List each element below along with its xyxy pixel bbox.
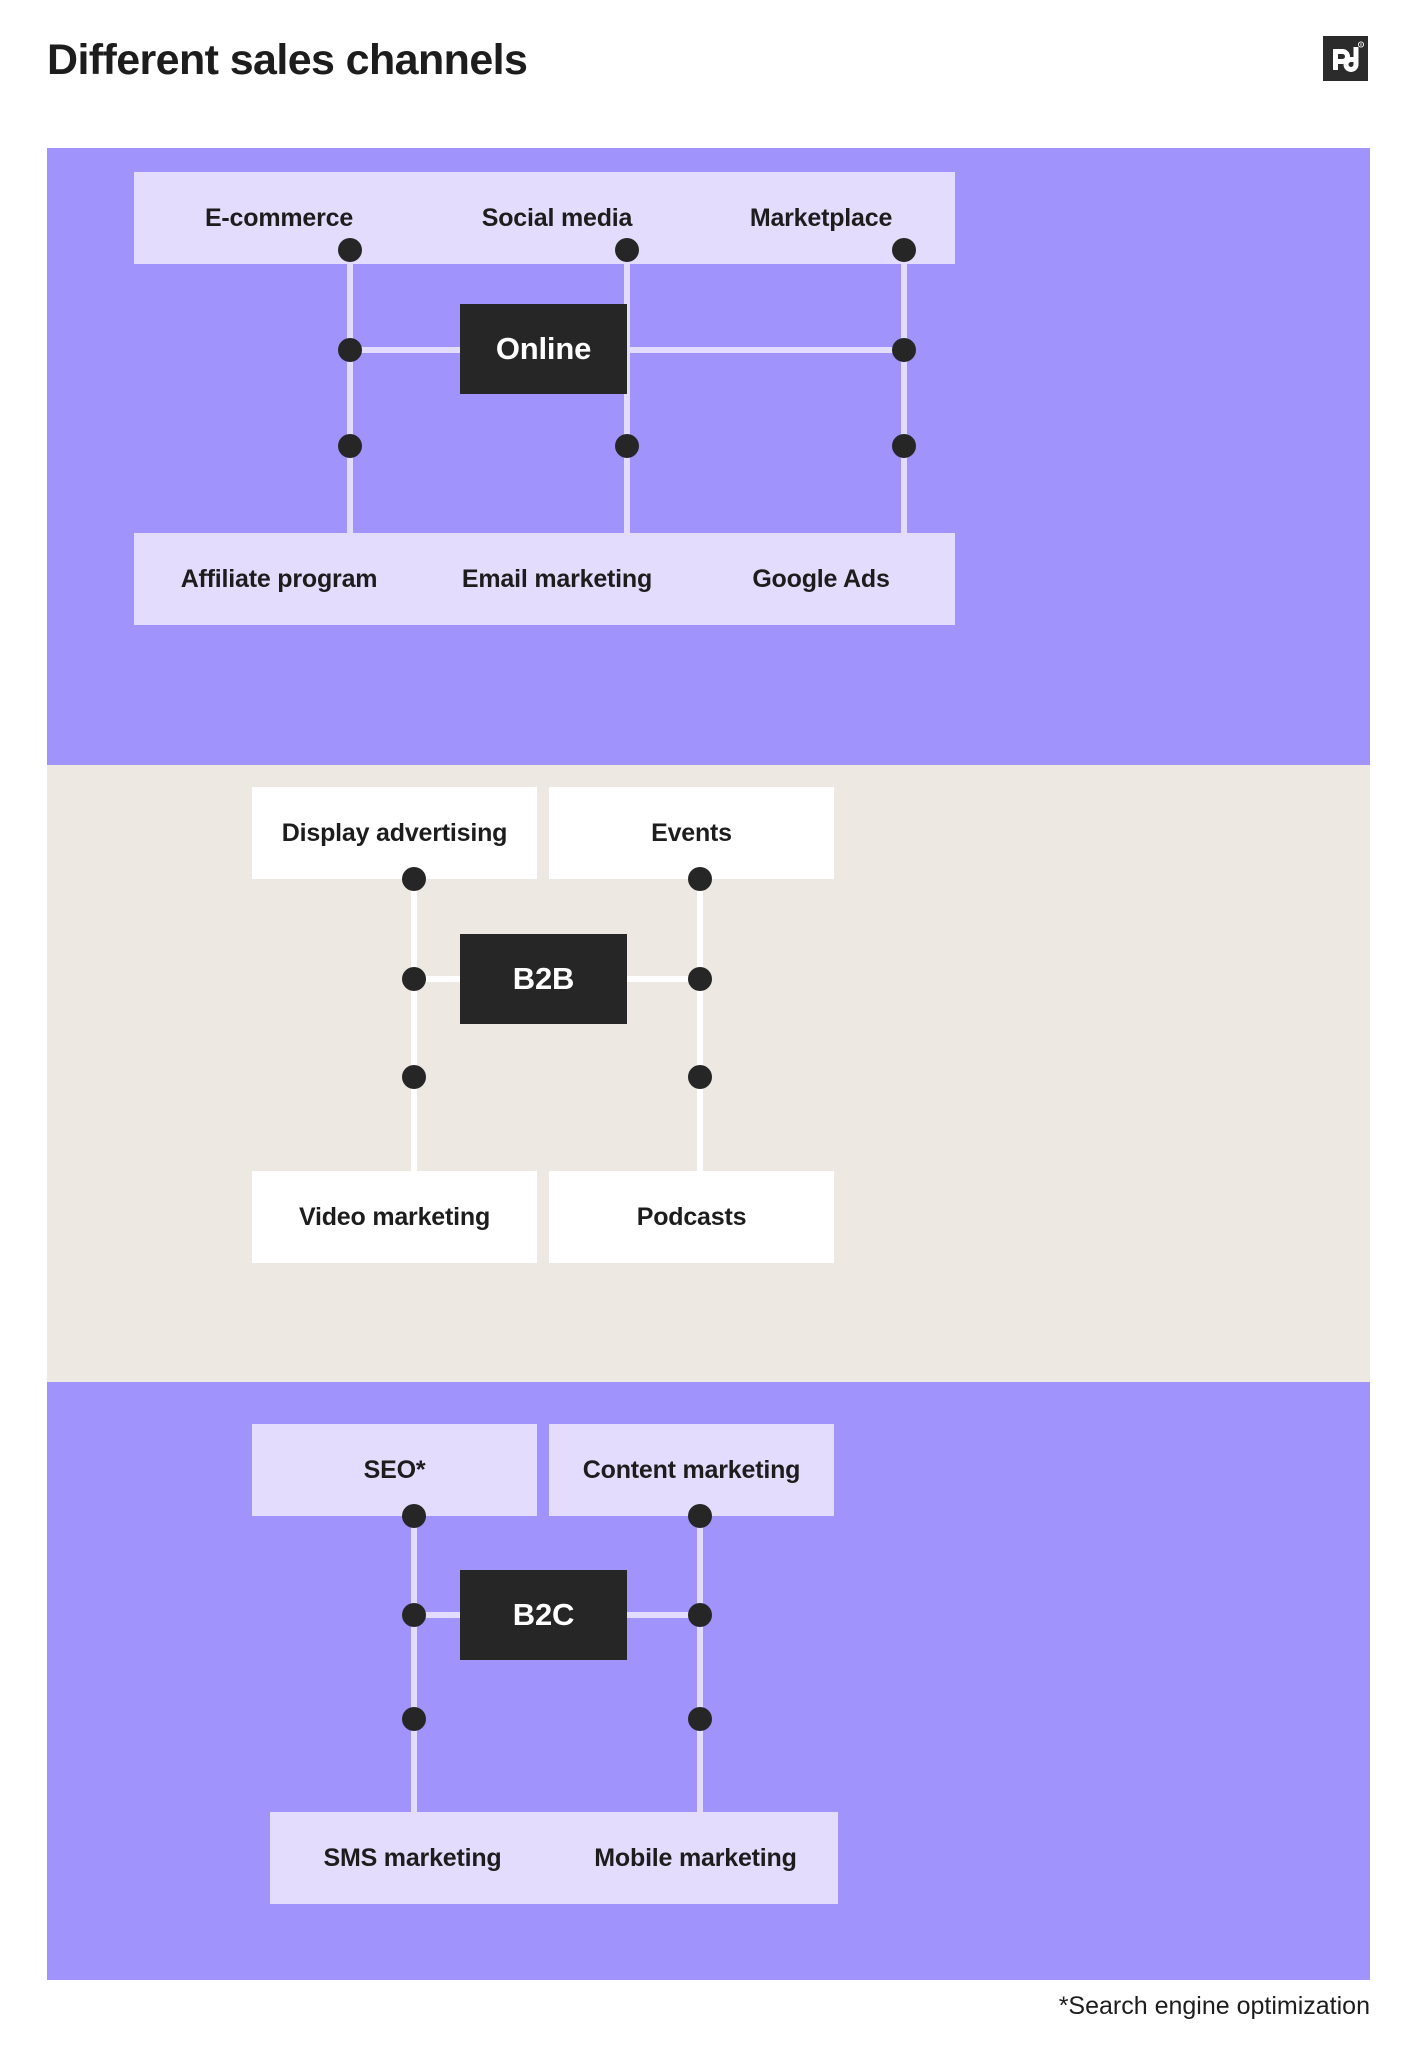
footnote: *Search engine optimization: [1058, 1992, 1370, 2020]
node-label: Mobile marketing: [594, 1843, 797, 1872]
node-content-marketing[interactable]: Content marketing: [549, 1424, 834, 1516]
connector-line-vertical: [901, 248, 907, 548]
connector-dot: [402, 967, 426, 991]
node-label: Social media: [481, 203, 633, 232]
connector-dot: [338, 238, 362, 262]
hub-b2c[interactable]: B2C: [460, 1570, 627, 1660]
connector-line-horizontal: [627, 1612, 702, 1618]
node-mobile-marketing[interactable]: Mobile marketing: [553, 1812, 838, 1904]
connector-dot: [338, 338, 362, 362]
node-seo[interactable]: SEO*: [252, 1424, 537, 1516]
node-label: Email marketing: [461, 564, 653, 593]
connector-line-horizontal: [624, 347, 904, 353]
node-label: Podcasts: [636, 1202, 747, 1231]
connector-dot: [338, 434, 362, 458]
connector-line-vertical: [411, 877, 417, 1177]
connector-dot: [402, 1065, 426, 1089]
node-e-commerce[interactable]: E-commerce: [134, 172, 424, 264]
node-sms-marketing[interactable]: SMS marketing: [270, 1812, 555, 1904]
connector-dot: [402, 1603, 426, 1627]
connector-dot: [688, 1065, 712, 1089]
node-display-advertising[interactable]: Display advertising: [252, 787, 537, 879]
connector-dot: [892, 238, 916, 262]
section-b2c: SEO* Content marketing SMS marketing Mob…: [47, 1382, 1370, 1980]
connector-dot: [402, 1707, 426, 1731]
node-label: Marketplace: [749, 203, 893, 232]
node-label: Events: [651, 818, 732, 847]
node-label: Content marketing: [582, 1455, 801, 1484]
connector-line-vertical: [697, 1515, 703, 1820]
hub-label: B2C: [512, 1597, 575, 1632]
node-label: Affiliate program: [180, 564, 378, 593]
page-title: Different sales channels: [47, 36, 528, 84]
connector-dot: [892, 338, 916, 362]
connector-dot: [402, 867, 426, 891]
connector-dot: [688, 1504, 712, 1528]
connector-dot: [688, 867, 712, 891]
node-label: SMS marketing: [323, 1843, 502, 1872]
connector-line-vertical: [624, 248, 630, 548]
node-google-ads[interactable]: Google Ads: [687, 533, 955, 625]
connector-line-horizontal: [627, 976, 702, 982]
section-online: E-commerce Social media Marketplace Affi…: [47, 148, 1370, 765]
section-b2b: Display advertising Events Video marketi…: [47, 765, 1370, 1382]
connector-line-vertical: [411, 1515, 417, 1820]
node-label: Video marketing: [298, 1202, 491, 1231]
pandadoc-logo-icon: R: [1323, 36, 1368, 81]
connector-dot: [688, 967, 712, 991]
node-video-marketing[interactable]: Video marketing: [252, 1171, 537, 1263]
node-label: Google Ads: [752, 564, 890, 593]
node-label: SEO*: [363, 1455, 426, 1484]
connector-dot: [688, 1603, 712, 1627]
connector-dot: [402, 1504, 426, 1528]
connector-line-vertical: [347, 248, 353, 548]
node-events[interactable]: Events: [549, 787, 834, 879]
connector-dot: [892, 434, 916, 458]
hub-label: B2B: [512, 961, 575, 996]
connector-dot: [615, 434, 639, 458]
node-label: Display advertising: [281, 818, 508, 847]
connector-line-vertical: [697, 877, 703, 1177]
node-podcasts[interactable]: Podcasts: [549, 1171, 834, 1263]
connector-dot: [615, 238, 639, 262]
connector-dot: [688, 1707, 712, 1731]
node-affiliate-program[interactable]: Affiliate program: [134, 533, 424, 625]
hub-online[interactable]: Online: [460, 304, 627, 394]
node-social-media[interactable]: Social media: [412, 172, 702, 264]
hub-label: Online: [495, 331, 592, 366]
sales-channels-diagram: E-commerce Social media Marketplace Affi…: [47, 148, 1370, 1980]
node-label: E-commerce: [204, 203, 354, 232]
svg-text:R: R: [1360, 43, 1363, 47]
node-email-marketing[interactable]: Email marketing: [412, 533, 702, 625]
hub-b2b[interactable]: B2B: [460, 934, 627, 1024]
